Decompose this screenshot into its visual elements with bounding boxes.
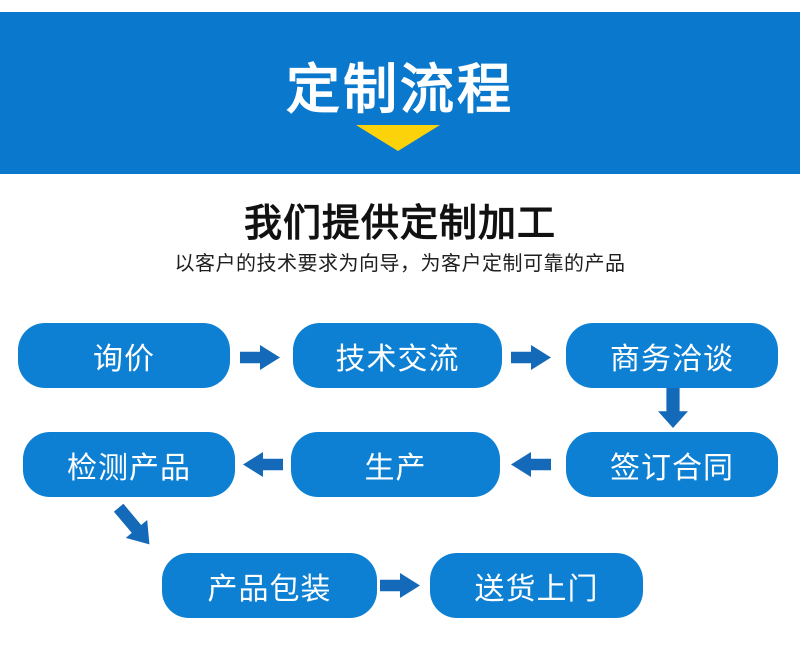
banner-title: 定制流程 [286,60,514,120]
flow-step-technical-exchange: 技术交流 [293,323,502,388]
flow-step-product-inspection: 检测产品 [23,432,235,497]
flow-step-delivery: 送货上门 [430,553,643,618]
flow-step-production: 生产 [291,432,500,497]
section-subheading: 以客户的技术要求为向导，为客户定制可靠的产品 [174,253,626,275]
flow-step-business-negotiation: 商务洽谈 [566,323,778,388]
arrow-left-icon [511,452,551,477]
arrow-right-icon [511,345,551,370]
triangle-down-icon [356,125,440,151]
arrow-left-icon [243,452,283,477]
process-banner: 定制流程 [0,12,800,174]
arrow-right-icon [380,573,420,598]
section-heading: 我们提供定制加工 [243,203,556,245]
flow-step-inquiry: 询价 [18,323,230,388]
arrow-down-icon [658,388,688,428]
flow-step-sign-contract: 签订合同 [566,432,778,497]
arrow-down-right-icon [108,499,160,554]
arrow-right-icon [240,345,280,370]
flow-step-product-packaging: 产品包装 [162,553,377,618]
